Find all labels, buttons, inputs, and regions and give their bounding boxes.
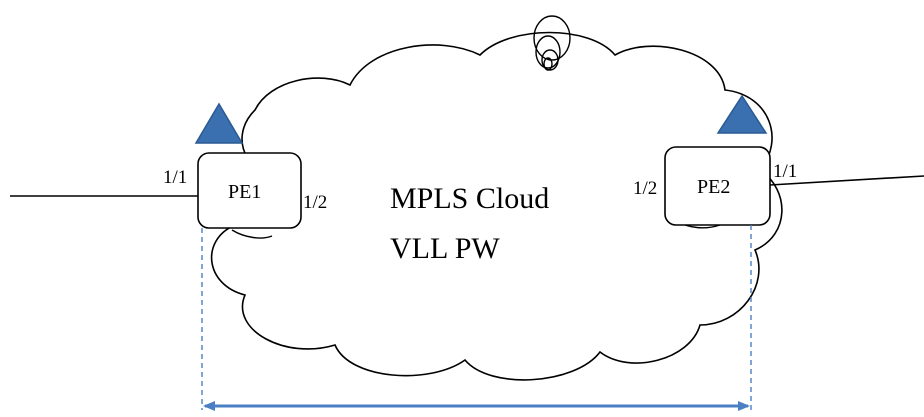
pe1-triangle-icon (194, 102, 244, 144)
pe2-triangle-icon (716, 94, 768, 134)
cloud-label-line1: MPLS Cloud (390, 182, 549, 215)
pe2-port-left: 1/2 (633, 178, 657, 199)
pe2-router[interactable] (664, 146, 771, 226)
pe1-port-left: 1/1 (163, 167, 187, 188)
pe1-port-right: 1/2 (303, 192, 327, 213)
pe2-label: PE2 (697, 176, 730, 198)
cloud-label-line2: VLL PW (390, 232, 500, 265)
mpls-cloud (210, 31, 783, 381)
right-attachment-line (769, 175, 924, 186)
cloud-inner-arc-left (231, 229, 273, 239)
pe1-label: PE1 (228, 181, 261, 203)
pe1-router[interactable] (197, 152, 302, 229)
pe2-port-right: 1/1 (773, 161, 797, 182)
loop-icon (533, 15, 571, 71)
